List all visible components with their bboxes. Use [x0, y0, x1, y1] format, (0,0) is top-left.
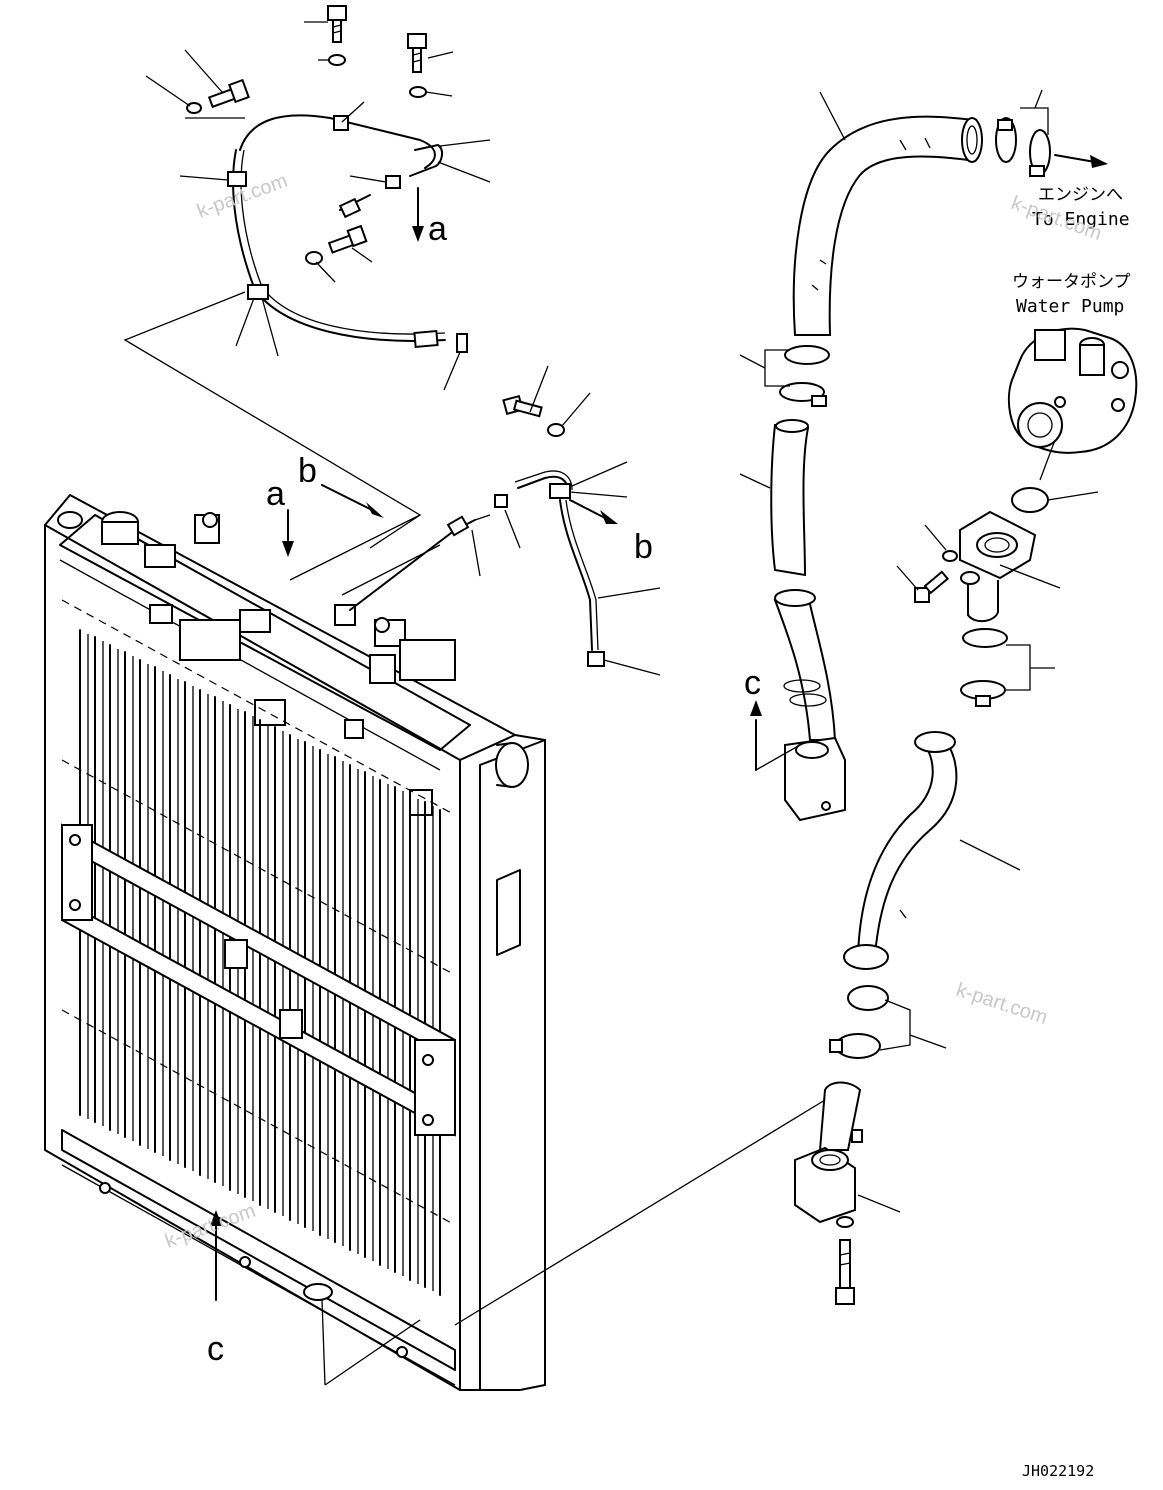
lower-hose-left — [739, 345, 846, 822]
bolt-top-2 — [407, 33, 427, 73]
tube-clip — [227, 171, 247, 187]
radiator-outer-frame — [44, 494, 546, 1391]
radiator-core — [79, 629, 441, 1296]
radiator-outlet-stub — [495, 742, 529, 788]
callout-c-radiator: c — [207, 1330, 224, 1368]
callout-a-top: a — [428, 210, 447, 248]
vent-tube-assembly — [282, 365, 661, 676]
upper-hose-to-engine — [792, 89, 1108, 336]
radiator — [44, 494, 546, 1391]
bolt-middle — [502, 394, 543, 418]
drawing-number: JH022192 — [1022, 1462, 1094, 1480]
bolt-mid — [327, 224, 368, 254]
water-pump — [896, 327, 1138, 623]
gasket — [1011, 487, 1049, 513]
bolt-top-1 — [327, 5, 347, 43]
drain-port — [303, 1283, 333, 1301]
watermark-3: k-part.com — [953, 979, 1050, 1029]
to-engine-jp: エンジンへ — [1038, 185, 1123, 205]
callout-a-radiator: a — [266, 475, 285, 513]
bolt-left — [207, 78, 250, 109]
callout-b-right: b — [634, 528, 653, 566]
callout-c-bottom — [210, 1210, 421, 1386]
callout-b-top: b — [298, 452, 317, 490]
water-pump-jp: ウォータポンプ — [1012, 272, 1131, 292]
to-engine-en: To Engine — [1032, 209, 1130, 230]
callout-c-hose: c — [744, 664, 761, 702]
overflow-tube-assembly — [123, 5, 491, 581]
lower-hose-right — [454, 628, 1055, 1326]
water-pump-en: Water Pump — [1016, 296, 1124, 317]
